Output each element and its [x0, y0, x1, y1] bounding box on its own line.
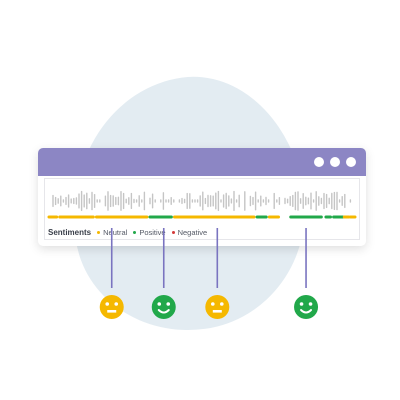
- face-eye: [105, 302, 110, 306]
- legend-item-positive: Positive: [133, 227, 166, 237]
- face-mouth: [300, 309, 313, 314]
- legend-label-positive: Positive: [139, 227, 166, 237]
- face-mouth: [107, 310, 117, 313]
- positive-face-2-marker[interactable]: [294, 228, 319, 319]
- face-eye: [114, 302, 119, 306]
- window-control-dot-2[interactable]: [330, 157, 340, 167]
- app-window: Sentiments Neutral Positive Negative: [38, 148, 366, 246]
- sentiment-legend: Sentiments Neutral Positive Negative: [48, 226, 213, 238]
- face-eye: [166, 302, 171, 306]
- neutral-dot-icon: [97, 230, 101, 234]
- positive-face-1-marker[interactable]: [151, 228, 176, 319]
- negative-dot-icon: [171, 230, 175, 234]
- legend-label-neutral: Neutral: [103, 227, 128, 237]
- positive-face-icon: [151, 295, 176, 319]
- face-eye: [299, 302, 304, 306]
- legend-title: Sentiments: [48, 227, 92, 237]
- neutral-face-1-marker[interactable]: [99, 228, 124, 319]
- positive-dot-icon: [133, 230, 137, 234]
- face-eye: [220, 302, 224, 306]
- audio-panel: Sentiments Neutral Positive Negative: [44, 178, 360, 240]
- window-titlebar: [38, 148, 366, 176]
- face-mouth: [157, 309, 170, 314]
- legend-item-negative: Negative: [171, 227, 208, 237]
- window-control-dot-3[interactable]: [346, 157, 356, 167]
- neutral-face-icon: [205, 295, 230, 319]
- legend-item-neutral: Neutral: [97, 228, 127, 237]
- audio-waveform[interactable]: [45, 179, 359, 241]
- face-eye: [211, 302, 215, 306]
- neutral-face-2-marker[interactable]: [205, 228, 230, 319]
- neutral-face-icon: [99, 295, 124, 319]
- face-eye: [308, 302, 313, 306]
- legend-label-negative: Negative: [177, 227, 208, 237]
- window-control-dot-1[interactable]: [314, 157, 324, 167]
- face-mouth: [212, 310, 222, 313]
- positive-face-icon: [294, 295, 319, 319]
- face-eye: [157, 302, 162, 306]
